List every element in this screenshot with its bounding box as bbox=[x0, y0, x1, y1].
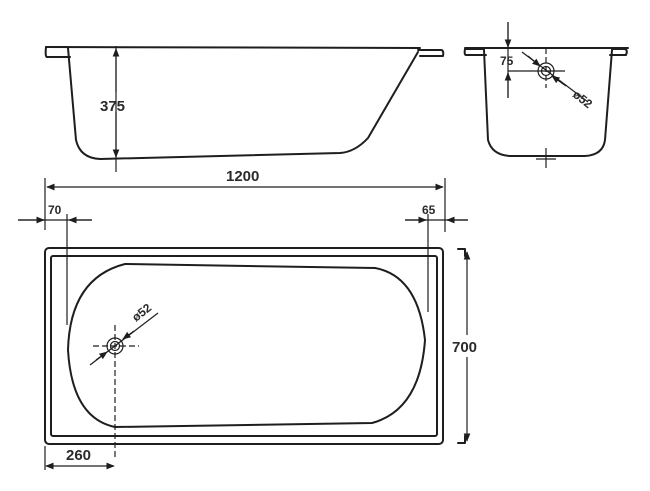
drain-diameter-label: ø52 bbox=[129, 300, 154, 324]
drain-offset-label: 260 bbox=[66, 447, 91, 464]
length-label: 1200 bbox=[226, 168, 259, 185]
side-view: 375 bbox=[44, 46, 445, 172]
left-rim-label: 70 bbox=[48, 203, 62, 217]
height-label: 375 bbox=[100, 98, 125, 115]
tub-basin bbox=[67, 263, 426, 428]
overflow-offset-label: 75 bbox=[500, 54, 514, 68]
tub-inner-rim bbox=[50, 255, 438, 437]
tub-outer-rim bbox=[44, 247, 444, 445]
width-label: 700 bbox=[452, 339, 477, 356]
end-view: 75 ø52 bbox=[463, 22, 629, 168]
top-view: 1200 70 65 700 ø52 bbox=[18, 168, 477, 470]
right-rim-label: 65 bbox=[422, 203, 436, 217]
